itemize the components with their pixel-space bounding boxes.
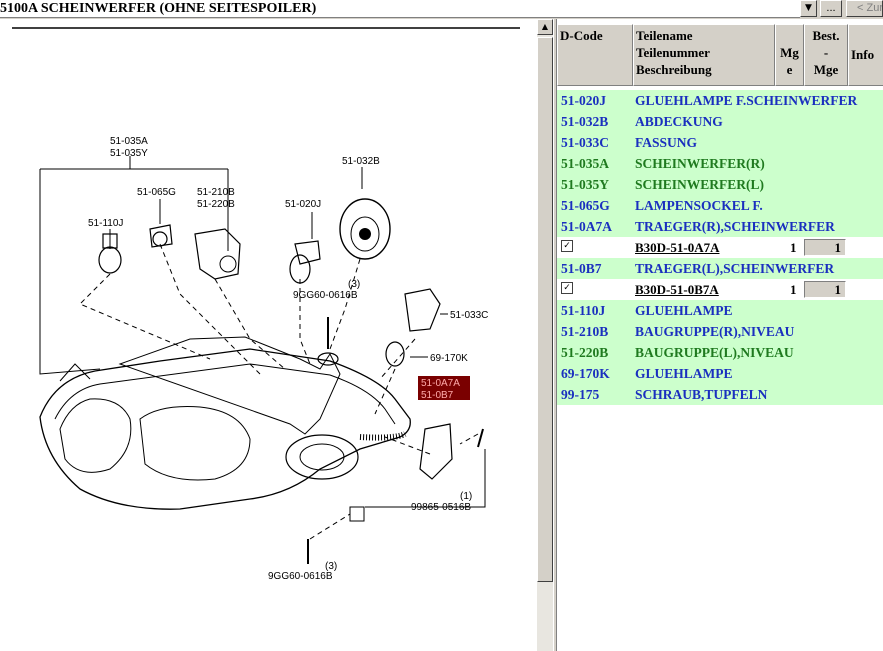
table-row[interactable]: 99-175 SCHRAUB,TUPFELN (557, 384, 883, 405)
row-dcode: 51-032B (561, 114, 609, 129)
header-text: Best. (812, 28, 840, 43)
callout-label[interactable]: 51-020J (285, 199, 321, 210)
row-dcode: 69-170K (561, 366, 610, 381)
callout-qty: (3) (325, 561, 337, 572)
row-part-name: SCHEINWERFER(R) (635, 156, 765, 171)
header-text: Mg (780, 45, 799, 60)
table-row[interactable]: 51-035A SCHEINWERFER(R) (557, 153, 883, 174)
table-row[interactable]: 51-020J GLUEHLAMPE F.SCHEINWERFER (557, 90, 883, 111)
row-part-name: GLUEHLAMPE (635, 366, 733, 381)
row-part-name: BAUGRUPPE(R),NIVEAU (635, 324, 795, 339)
table-row[interactable]: 51-210B BAUGRUPPE(R),NIVEAU (557, 321, 883, 342)
row-part-name: TRAEGER(L),SCHEINWERFER (635, 261, 835, 276)
row-dcode: 51-065G (561, 198, 610, 213)
scroll-thumb[interactable] (537, 37, 553, 582)
row-dcode: 51-110J (561, 303, 606, 318)
row-part-name: TRAEGER(R),SCHEINWERFER (635, 219, 835, 234)
callout-label[interactable]: 51-065G (137, 187, 176, 198)
table-row[interactable]: 51-0B7 TRAEGER(L),SCHEINWERFER (557, 258, 883, 279)
row-part-name: GLUEHLAMPE (635, 303, 733, 318)
row-dcode: 51-0A7A (561, 219, 612, 234)
table-row[interactable]: 51-065G LAMPENSOCKEL F. (557, 195, 883, 216)
row-part-name: ABDECKUNG (635, 114, 723, 129)
table-row[interactable]: 51-035Y SCHEINWERFER(L) (557, 174, 883, 195)
callout-label[interactable]: 9GG60-0616B (293, 290, 358, 301)
header-text: Teilenummer (636, 45, 710, 60)
row-dcode: 51-035Y (561, 177, 609, 192)
headlamp-exploded-view: 51-035A 51-035Y 51-065G 51-210B 51-220B … (12, 27, 520, 582)
callout-label[interactable]: 51-032B (342, 156, 380, 167)
order-quantity-input[interactable]: 1 (804, 281, 846, 298)
callout-label[interactable]: 51-035A (110, 136, 148, 147)
header-text: D-Code (560, 28, 603, 43)
row-dcode: 99-175 (561, 387, 600, 402)
callout-label[interactable]: 99865-0516B (411, 502, 471, 513)
header-text: Teilename (636, 28, 693, 43)
callout-label[interactable]: 51-210B (197, 187, 235, 198)
header-text: - (823, 45, 829, 60)
order-quantity-input[interactable]: 1 (804, 239, 846, 256)
row-part-name: GLUEHLAMPE F.SCHEINWERFER (635, 93, 858, 108)
callout-label[interactable]: 51-110J (88, 218, 123, 229)
select-checkbox[interactable]: ✓ (561, 282, 573, 294)
table-row[interactable]: 51-0A7A TRAEGER(R),SCHEINWERFER (557, 216, 883, 237)
callout-label[interactable]: 69-170K (430, 353, 468, 364)
arrow-up-icon: ▲ (541, 22, 549, 31)
header-text: e (786, 62, 793, 77)
row-dcode: 51-033C (561, 135, 609, 150)
column-header-dcode[interactable]: D-Code (557, 24, 633, 86)
callout-qty: (3) (348, 279, 360, 290)
callout-label[interactable]: 51-220B (197, 199, 235, 210)
callout-label[interactable]: 9GG60-0616B (268, 571, 333, 582)
table-row[interactable]: 51-032B ABDECKUNG (557, 111, 883, 132)
column-header-info[interactable]: Info (848, 24, 883, 86)
callout-label-selected[interactable]: 51-0B7 (421, 390, 454, 401)
diagram-scrollbar[interactable]: ▲ (537, 19, 553, 651)
row-part-name: BAUGRUPPE(L),NIVEAU (635, 345, 794, 360)
column-header-teilename[interactable]: Teilename Teilenummer Beschreibung (633, 24, 775, 86)
pane-splitter[interactable] (553, 19, 557, 651)
row-dcode: 51-210B (561, 324, 609, 339)
group-title-field[interactable]: 5100A SCHEINWERFER (OHNE SEITESPOILER) (0, 0, 800, 18)
callout-label-selected[interactable]: 51-0A7A (421, 378, 460, 389)
top-toolbar: 5100A SCHEINWERFER (OHNE SEITESPOILER) ▼… (0, 0, 883, 19)
row-part-name: FASSUNG (635, 135, 698, 150)
callout-label[interactable]: 51-033C (450, 310, 488, 321)
callout-qty: (1) (460, 491, 472, 502)
row-dcode: 51-220B (561, 345, 609, 360)
back-button[interactable]: < Zuru (846, 0, 883, 17)
parts-list-panel: D-Code Teilename Teilenummer Beschreibun… (557, 19, 883, 651)
header-text: Info (851, 47, 875, 62)
table-row[interactable]: 69-170K GLUEHLAMPE (557, 363, 883, 384)
row-dcode: 51-020J (561, 93, 606, 108)
column-header-best-mge[interactable]: Best. - Mge (804, 24, 848, 86)
callout-label[interactable]: 51-035Y (110, 148, 148, 159)
row-part-name: LAMPENSOCKEL F. (635, 198, 763, 213)
table-row[interactable]: 51-110J GLUEHLAMPE (557, 300, 883, 321)
column-header-mge[interactable]: Mg e (775, 24, 804, 86)
chevron-down-icon: ▼ (805, 3, 812, 13)
row-dcode: 51-035A (561, 156, 609, 171)
title-dropdown-button[interactable]: ▼ (800, 0, 817, 17)
table-row[interactable]: 51-033C FASSUNG (557, 132, 883, 153)
table-row[interactable]: 51-220B BAUGRUPPE(L),NIVEAU (557, 342, 883, 363)
scroll-up-button[interactable]: ▲ (537, 19, 553, 35)
part-number-link[interactable]: B30D-51-0A7A (635, 240, 720, 255)
quantity-value: 1 (790, 282, 797, 297)
row-part-name: SCHRAUB,TUPFELN (635, 387, 768, 402)
row-part-name: SCHEINWERFER(L) (635, 177, 765, 192)
select-checkbox[interactable]: ✓ (561, 240, 573, 252)
part-number-link[interactable]: B30D-51-0B7A (635, 282, 719, 297)
browse-button[interactable]: ... (820, 0, 842, 17)
row-dcode: 51-0B7 (561, 261, 602, 276)
header-text: Beschreibung (636, 62, 712, 77)
parts-diagram: 51-035A 51-035Y 51-065G 51-210B 51-220B … (0, 19, 537, 651)
header-text: Mge (813, 62, 839, 77)
quantity-value: 1 (790, 240, 797, 255)
